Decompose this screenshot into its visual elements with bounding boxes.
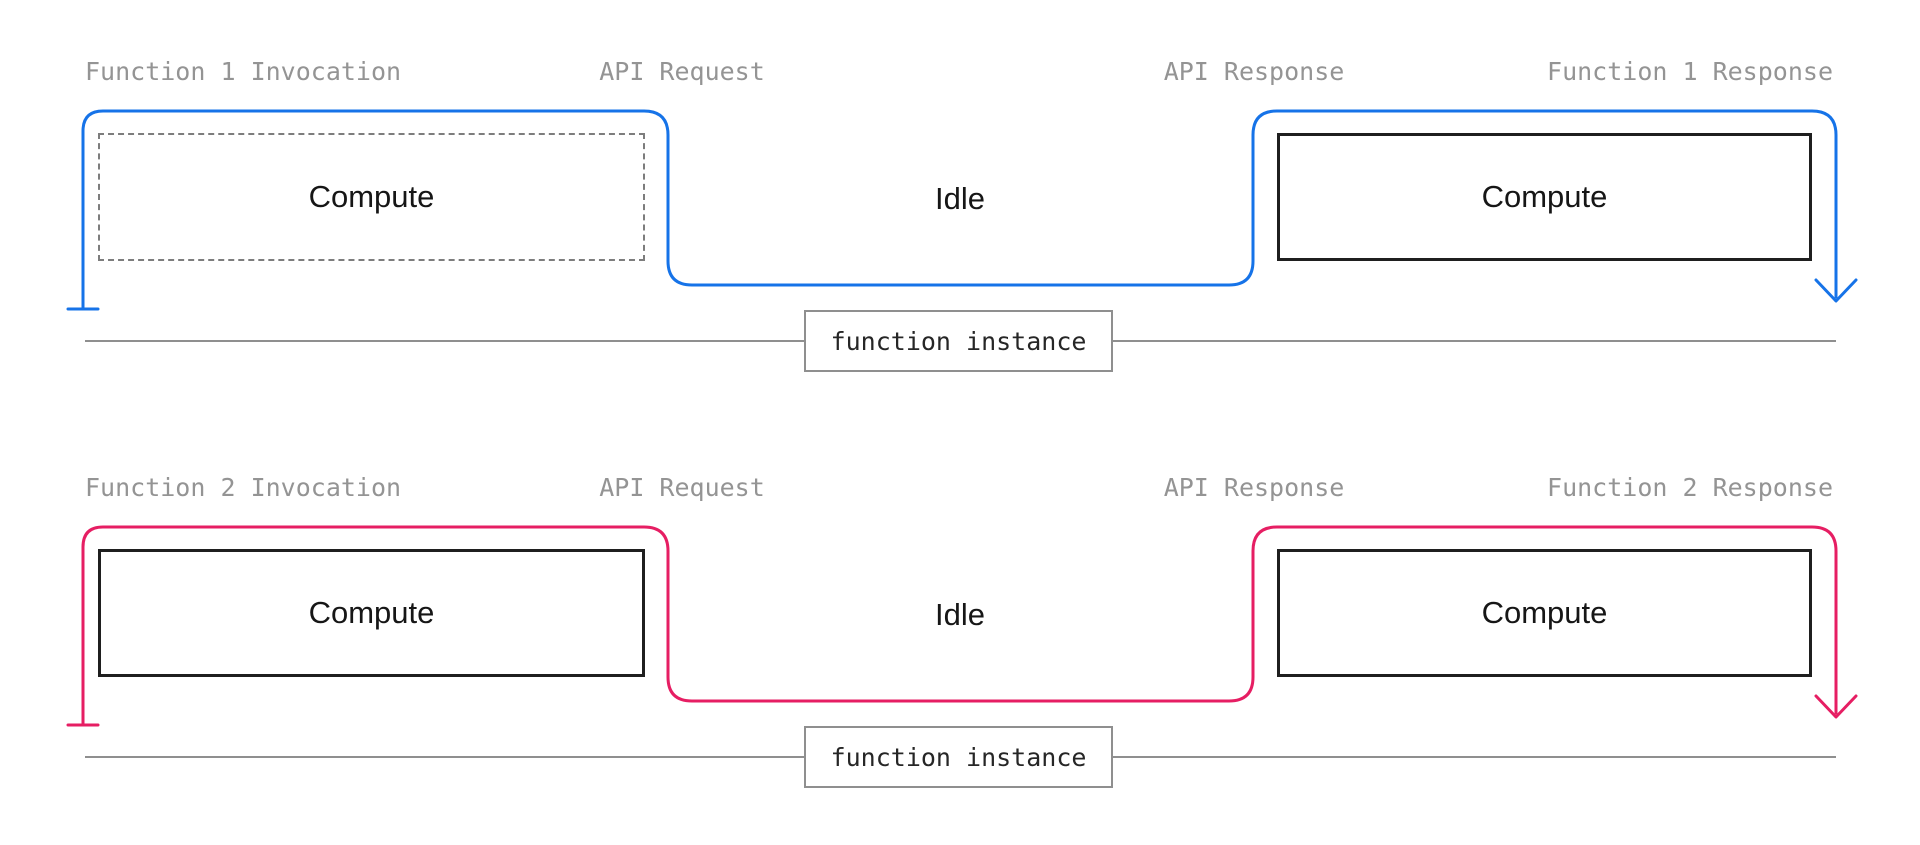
function-1-response-label: Function 1 Response — [1547, 57, 1833, 86]
compute-label: Compute — [308, 595, 435, 630]
function-2-timeline-path — [66, 525, 1858, 727]
compute-label: Compute — [308, 179, 435, 214]
function-1-timeline-path — [66, 109, 1858, 311]
function-1-idle-label: Idle — [935, 181, 985, 216]
function-1-response-arrowhead — [1814, 278, 1858, 303]
function-2-lifecycle-line — [81, 525, 1838, 727]
function-2-invocation-label: Function 2 Invocation — [85, 473, 402, 502]
function-1-lane: Function 1 Invocation API Request API Re… — [0, 0, 1920, 420]
function-instance-label: function instance — [830, 326, 1087, 356]
function-2-instance-box: function instance — [804, 726, 1113, 788]
function-2-response-arrowhead — [1814, 694, 1858, 719]
function-2-first-compute-box: Compute — [98, 549, 645, 677]
function-1-invocation-label: Function 1 Invocation — [85, 57, 402, 86]
function-2-api-response-label: API Response — [1163, 473, 1345, 502]
compute-label: Compute — [1481, 179, 1608, 214]
function-1-lifecycle-line — [81, 109, 1838, 311]
function-1-instance-box: function instance — [804, 310, 1113, 372]
function-2-idle-label: Idle — [935, 597, 985, 632]
function-1-api-request-label: API Request — [599, 57, 765, 86]
function-2-lane: Function 2 Invocation API Request API Re… — [0, 416, 1920, 836]
function-1-api-response-label: API Response — [1163, 57, 1345, 86]
function-2-api-request-label: API Request — [599, 473, 765, 502]
function-2-response-label: Function 2 Response — [1547, 473, 1833, 502]
function-1-warm-compute-box: Compute — [1277, 133, 1812, 261]
function-1-cold-compute-box: Compute — [98, 133, 645, 261]
function-instance-label: function instance — [830, 742, 1087, 772]
compute-label: Compute — [1481, 595, 1608, 630]
function-2-second-compute-box: Compute — [1277, 549, 1812, 677]
